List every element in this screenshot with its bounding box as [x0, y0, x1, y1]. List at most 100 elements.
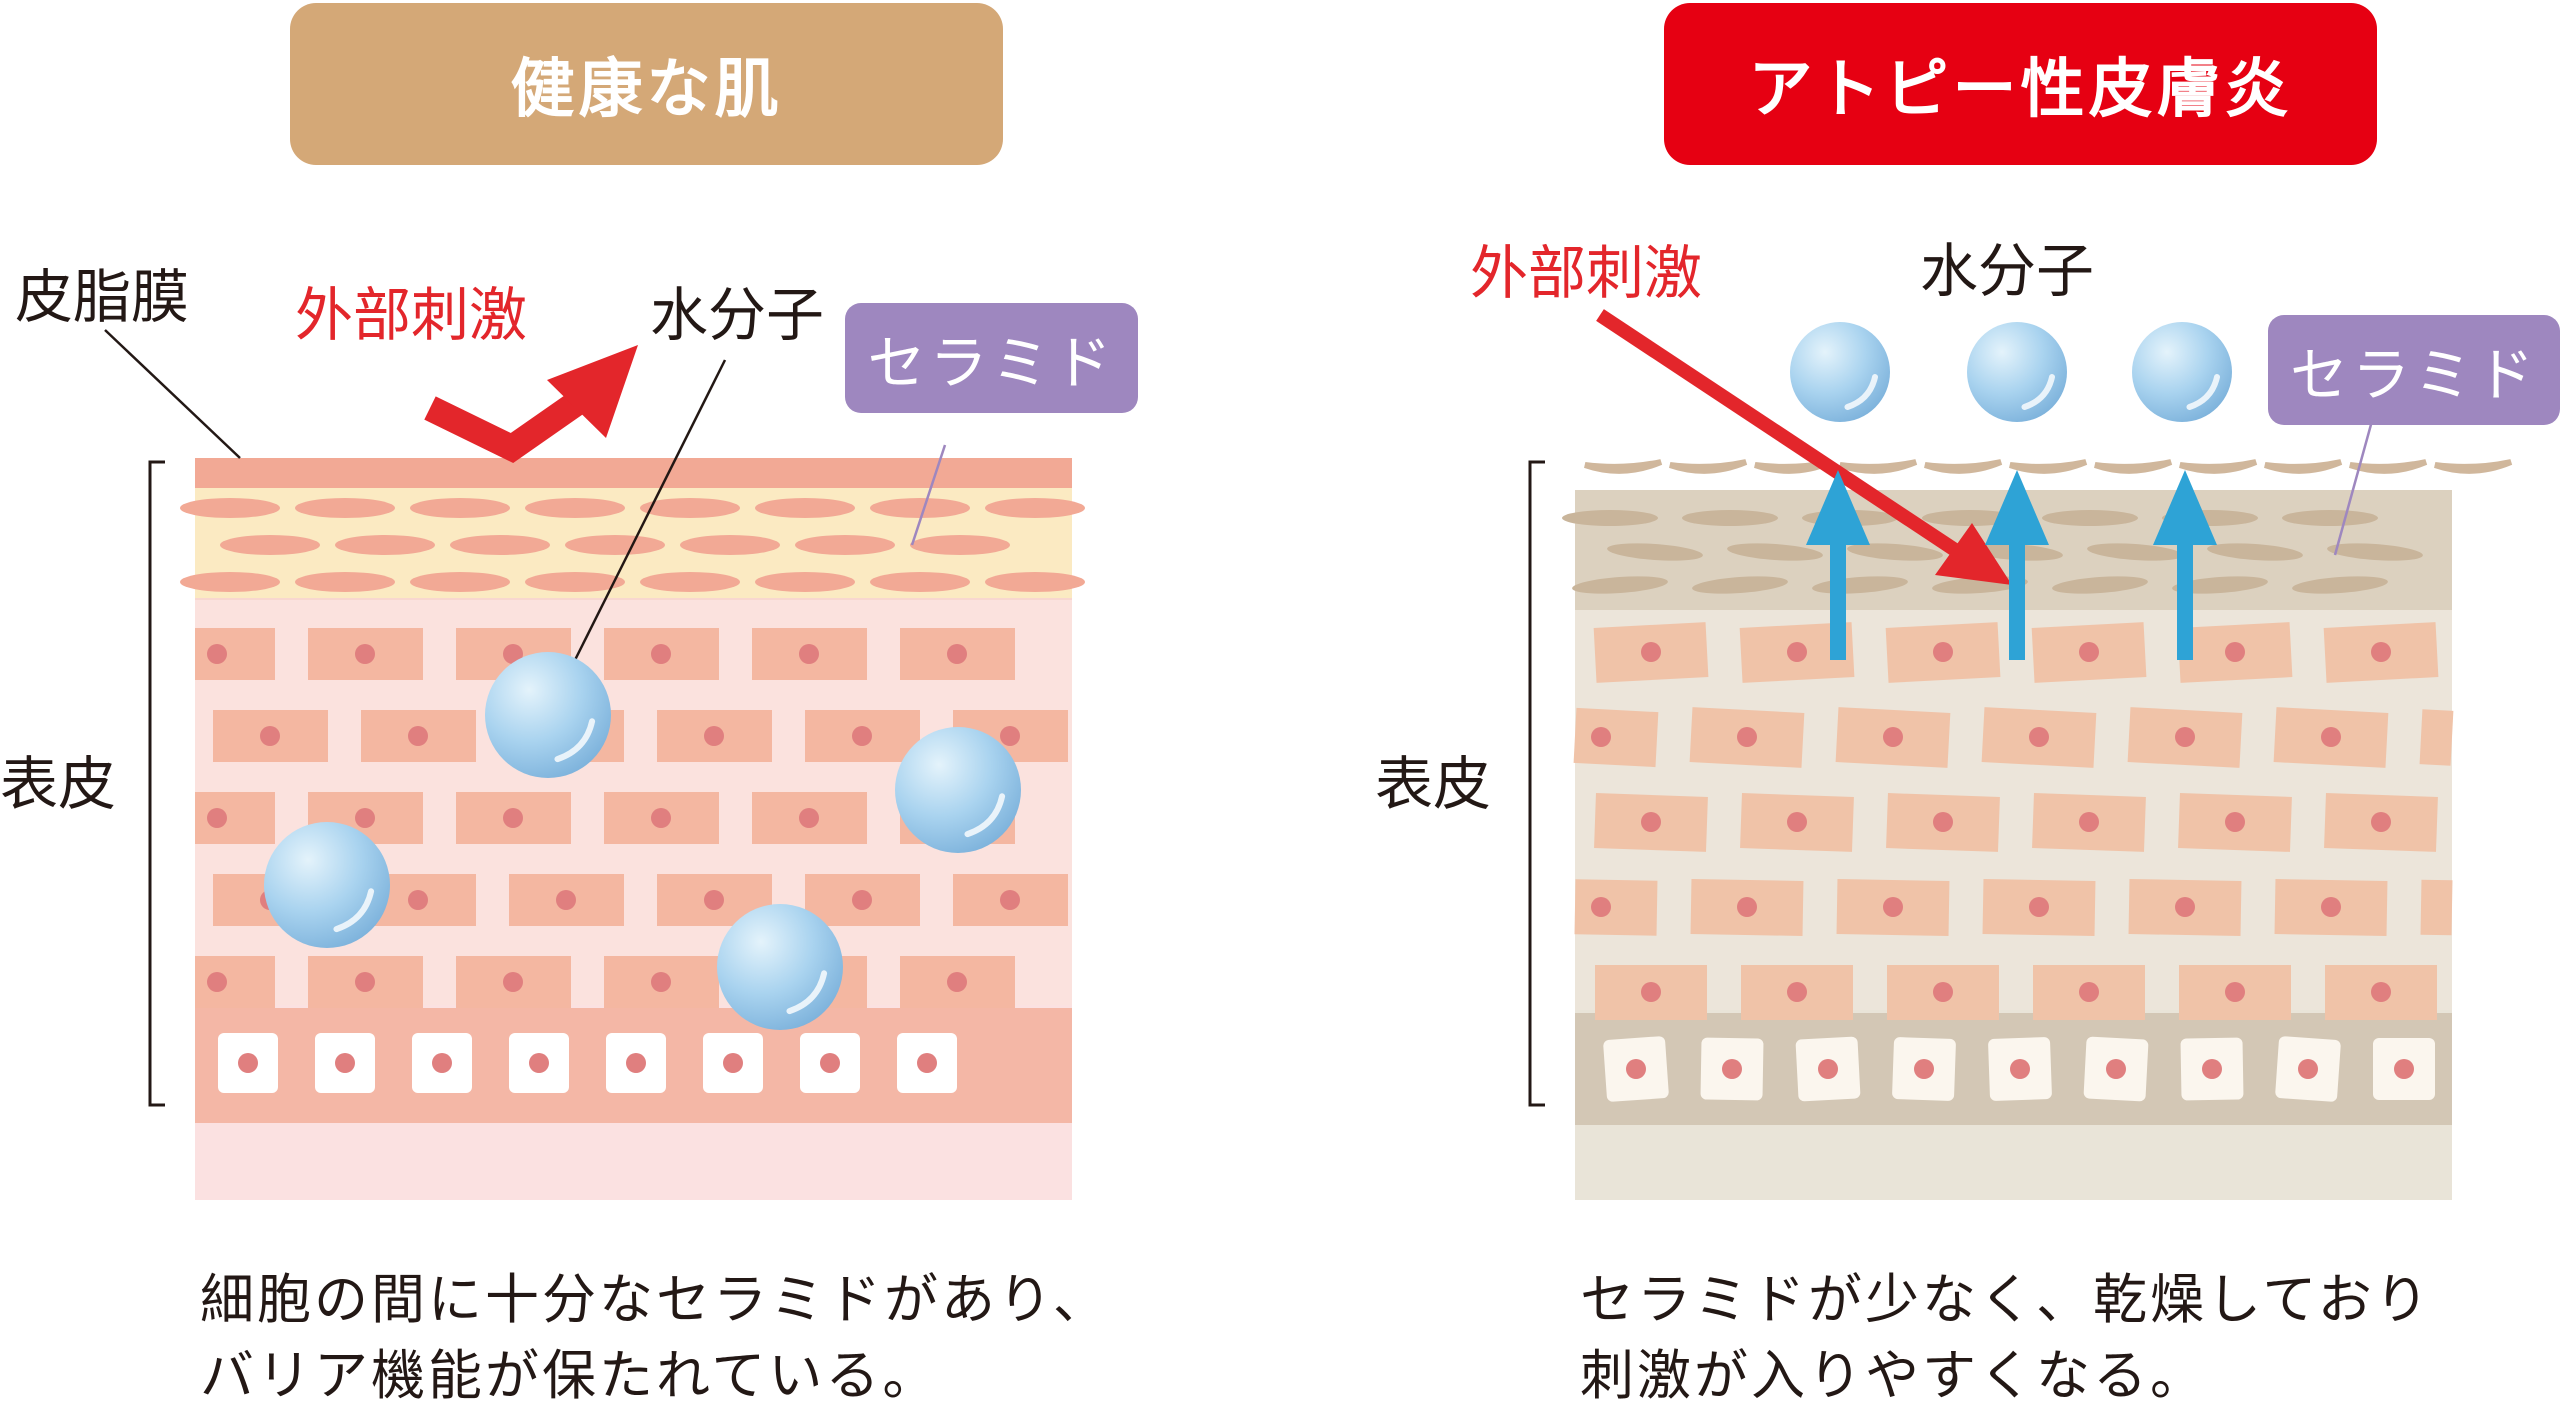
water-pointer-line — [573, 359, 727, 661]
cell-nucleus — [1641, 812, 1661, 832]
atopy-skin-layers — [1562, 459, 2513, 1200]
cell-nucleus — [947, 644, 967, 664]
water-molecule — [2132, 322, 2232, 422]
water-molecule-highlight — [964, 793, 1006, 838]
dry-flake — [2009, 459, 2088, 474]
epidermal-cell — [2420, 879, 2453, 936]
spinous-layer — [1575, 610, 2452, 1010]
epidermal-cell — [2419, 709, 2454, 766]
ceramide-lipid — [295, 498, 395, 518]
ceramide-lipid-sparse — [1847, 543, 1943, 561]
atopy-caption: セラミドが少なく、乾燥しており 刺激が入りやすくなる。 — [1580, 1262, 2432, 1414]
cell-nucleus — [2371, 812, 2391, 832]
ceramide-lipid-sparse — [2282, 510, 2378, 526]
ceramide-lipid-sparse — [1562, 510, 1658, 526]
cell-nucleus — [2175, 727, 2195, 747]
dry-flake — [2349, 459, 2428, 474]
cell-nucleus — [1737, 727, 1757, 747]
cell-nucleus — [355, 644, 375, 664]
cell-nucleus — [2079, 642, 2099, 662]
basal-nucleus — [1722, 1059, 1742, 1079]
dry-flake — [1669, 459, 1748, 474]
cell-nucleus — [1787, 642, 1807, 662]
ceramide-lipid — [870, 572, 970, 592]
basal-nucleus — [917, 1053, 937, 1073]
cell-nucleus — [207, 972, 227, 992]
cell-nucleus — [2371, 982, 2391, 1002]
ceramide-lipid — [525, 498, 625, 518]
cell-nucleus — [207, 644, 227, 664]
ceramide-lipid-sparse — [2327, 543, 2423, 561]
ceramide-lipid-sparse — [1682, 510, 1778, 526]
sebum-film-label: 皮脂膜 — [15, 263, 190, 331]
cell-nucleus — [2225, 812, 2245, 832]
healthy-ceramide-label: セラミド — [845, 303, 1138, 413]
healthy-epidermis-label: 表皮 — [0, 750, 117, 818]
healthy-water-label: 水分子 — [650, 281, 825, 349]
basal-nucleus — [2394, 1059, 2414, 1079]
dry-flake — [1924, 459, 2003, 474]
cell-nucleus — [503, 644, 523, 664]
cell-nucleus — [556, 890, 576, 910]
cell-nucleus — [2079, 982, 2099, 1002]
stimulus-penetration-arrow — [1596, 309, 1959, 556]
sebum-pointer-line — [104, 329, 241, 459]
ceramide-lipid — [755, 572, 855, 592]
cell-nucleus — [852, 890, 872, 910]
water-loss-arrow-shaft — [2009, 540, 2025, 660]
cell-nucleus — [2029, 727, 2049, 747]
cell-nucleus — [1641, 642, 1661, 662]
ceramide-lipid — [680, 535, 780, 555]
cell-nucleus — [1933, 982, 1953, 1002]
stimulus-bounce-arrow — [424, 386, 593, 464]
water-loss-arrowhead — [1985, 470, 2049, 545]
cell-nucleus — [2079, 812, 2099, 832]
basal-nucleus — [529, 1053, 549, 1073]
water-molecule-highlight — [333, 888, 375, 933]
ceramide-lipid — [410, 498, 510, 518]
atopy-caption-line1: セラミドが少なく、乾燥しており — [1580, 1268, 2432, 1331]
water-molecule-highlight — [1844, 374, 1878, 410]
dry-flake — [2179, 459, 2258, 474]
ceramide-lipid — [565, 535, 665, 555]
cell-nucleus — [1000, 726, 1020, 746]
cell-nucleus — [1787, 812, 1807, 832]
ceramide-lipid-sparse — [1692, 576, 1788, 594]
epidermis-bracket — [148, 460, 165, 1107]
atopy-ceramide-text: セラミド — [2289, 341, 2538, 409]
cell-nucleus — [947, 972, 967, 992]
ceramide-lipid — [295, 572, 395, 592]
cell-nucleus — [2175, 897, 2195, 917]
water-loss-arrow-shaft — [2177, 540, 2193, 660]
water-molecule-highlight — [2021, 374, 2055, 410]
ceramide-lipid-sparse — [2052, 576, 2148, 594]
water-molecule-highlight — [786, 970, 828, 1015]
dry-flake — [2264, 459, 2343, 474]
basal-nucleus — [820, 1053, 840, 1073]
ceramide-lipid — [985, 498, 1085, 518]
ceramide-lipid-sparse — [1922, 510, 2018, 526]
cell-nucleus — [503, 972, 523, 992]
dry-flake — [2434, 459, 2513, 474]
healthy-skin-title: 健康な肌 — [290, 3, 1003, 165]
basal-nucleus — [2106, 1059, 2126, 1079]
cell-nucleus — [651, 808, 671, 828]
atopy-caption-line2: 刺激が入りやすくなる。 — [1580, 1344, 2207, 1407]
cell-nucleus — [704, 726, 724, 746]
ceramide-lipid — [755, 498, 855, 518]
ceramide-lipid — [410, 572, 510, 592]
cell-nucleus — [799, 644, 819, 664]
cell-nucleus — [651, 644, 671, 664]
ceramide-lipid — [335, 535, 435, 555]
water-molecule — [1790, 322, 1890, 422]
cell-nucleus — [408, 890, 428, 910]
ceramide-lipid — [795, 535, 895, 555]
basal-nucleus — [1626, 1059, 1646, 1079]
ceramide-lipid — [640, 572, 740, 592]
ceramide-lipid-sparse — [1572, 576, 1668, 594]
ceramide-lipid — [220, 535, 320, 555]
cell-nucleus — [1933, 812, 1953, 832]
atopy-epidermis-label: 表皮 — [1375, 750, 1492, 818]
ceramide-lipid-sparse — [1607, 543, 1703, 561]
cell-nucleus — [260, 726, 280, 746]
